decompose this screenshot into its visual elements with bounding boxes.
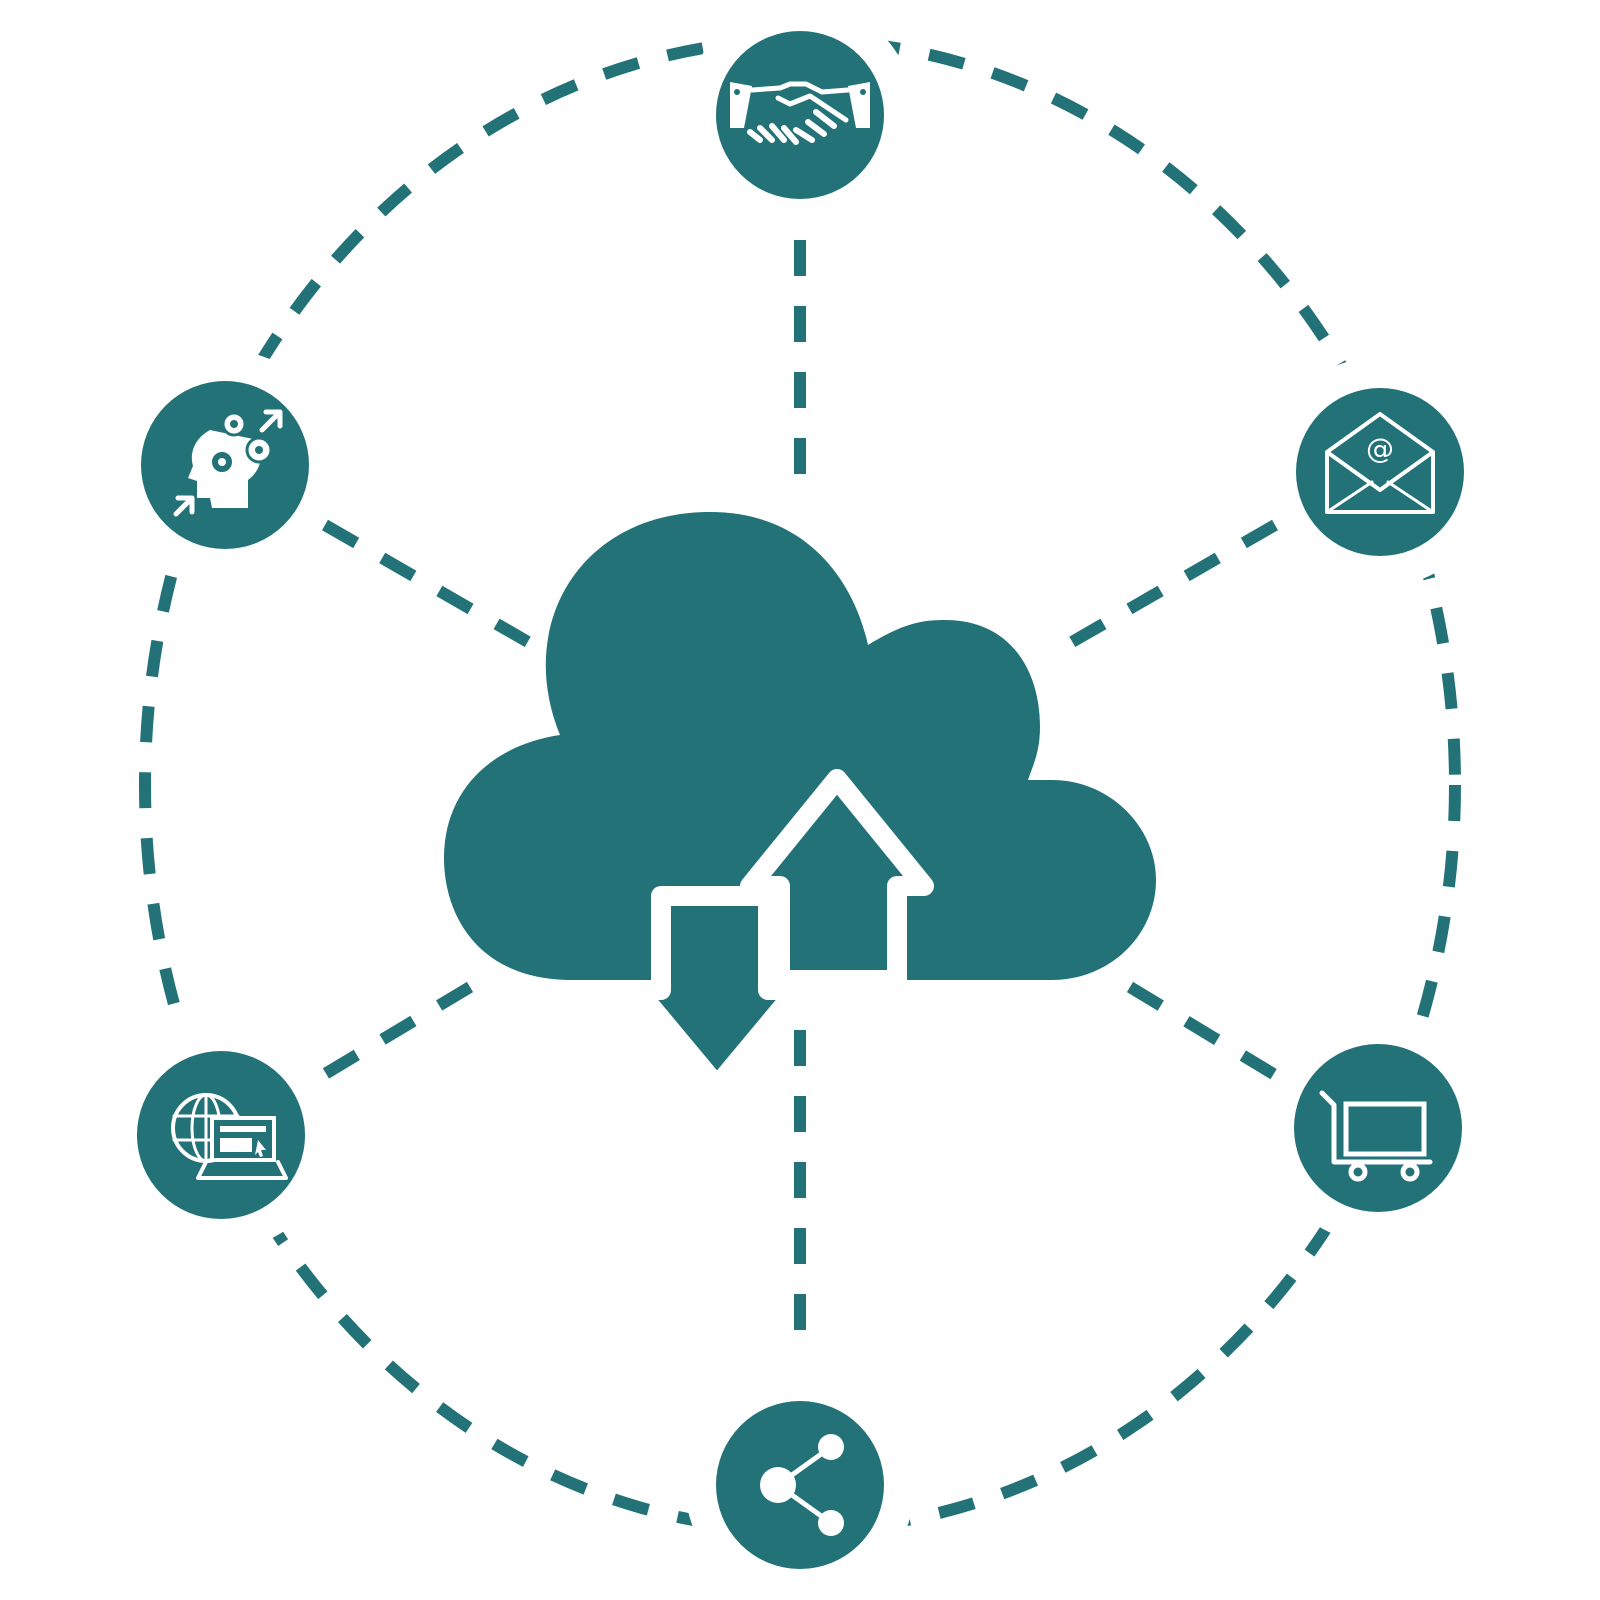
spoke-lower-right (1126, 981, 1279, 1081)
node-share (716, 1401, 884, 1569)
at-sign-glyph: @ (1366, 432, 1394, 465)
node-head-gears (141, 381, 309, 549)
connector-lines (316, 240, 1279, 1360)
spoke-lower-left (316, 981, 474, 1083)
node-email: @ (1296, 388, 1464, 556)
node-web-browser (137, 1051, 305, 1219)
share-icon (760, 1434, 844, 1536)
handshake-icon (730, 81, 870, 145)
download-arrow (627, 886, 807, 1096)
cloud-shape (444, 512, 1156, 980)
node-shopping-cart (1294, 1044, 1462, 1212)
spoke-upper-right (1069, 519, 1278, 648)
email-envelope-icon: @ (1325, 412, 1435, 514)
spoke-upper-left (322, 519, 531, 648)
node-handshake (716, 31, 884, 199)
head-gears-icon (173, 409, 283, 517)
cloud-upload-download-icon (444, 512, 1156, 1096)
web-browser-laptop-icon (171, 1093, 288, 1180)
shopping-cart-icon (1319, 1090, 1433, 1182)
